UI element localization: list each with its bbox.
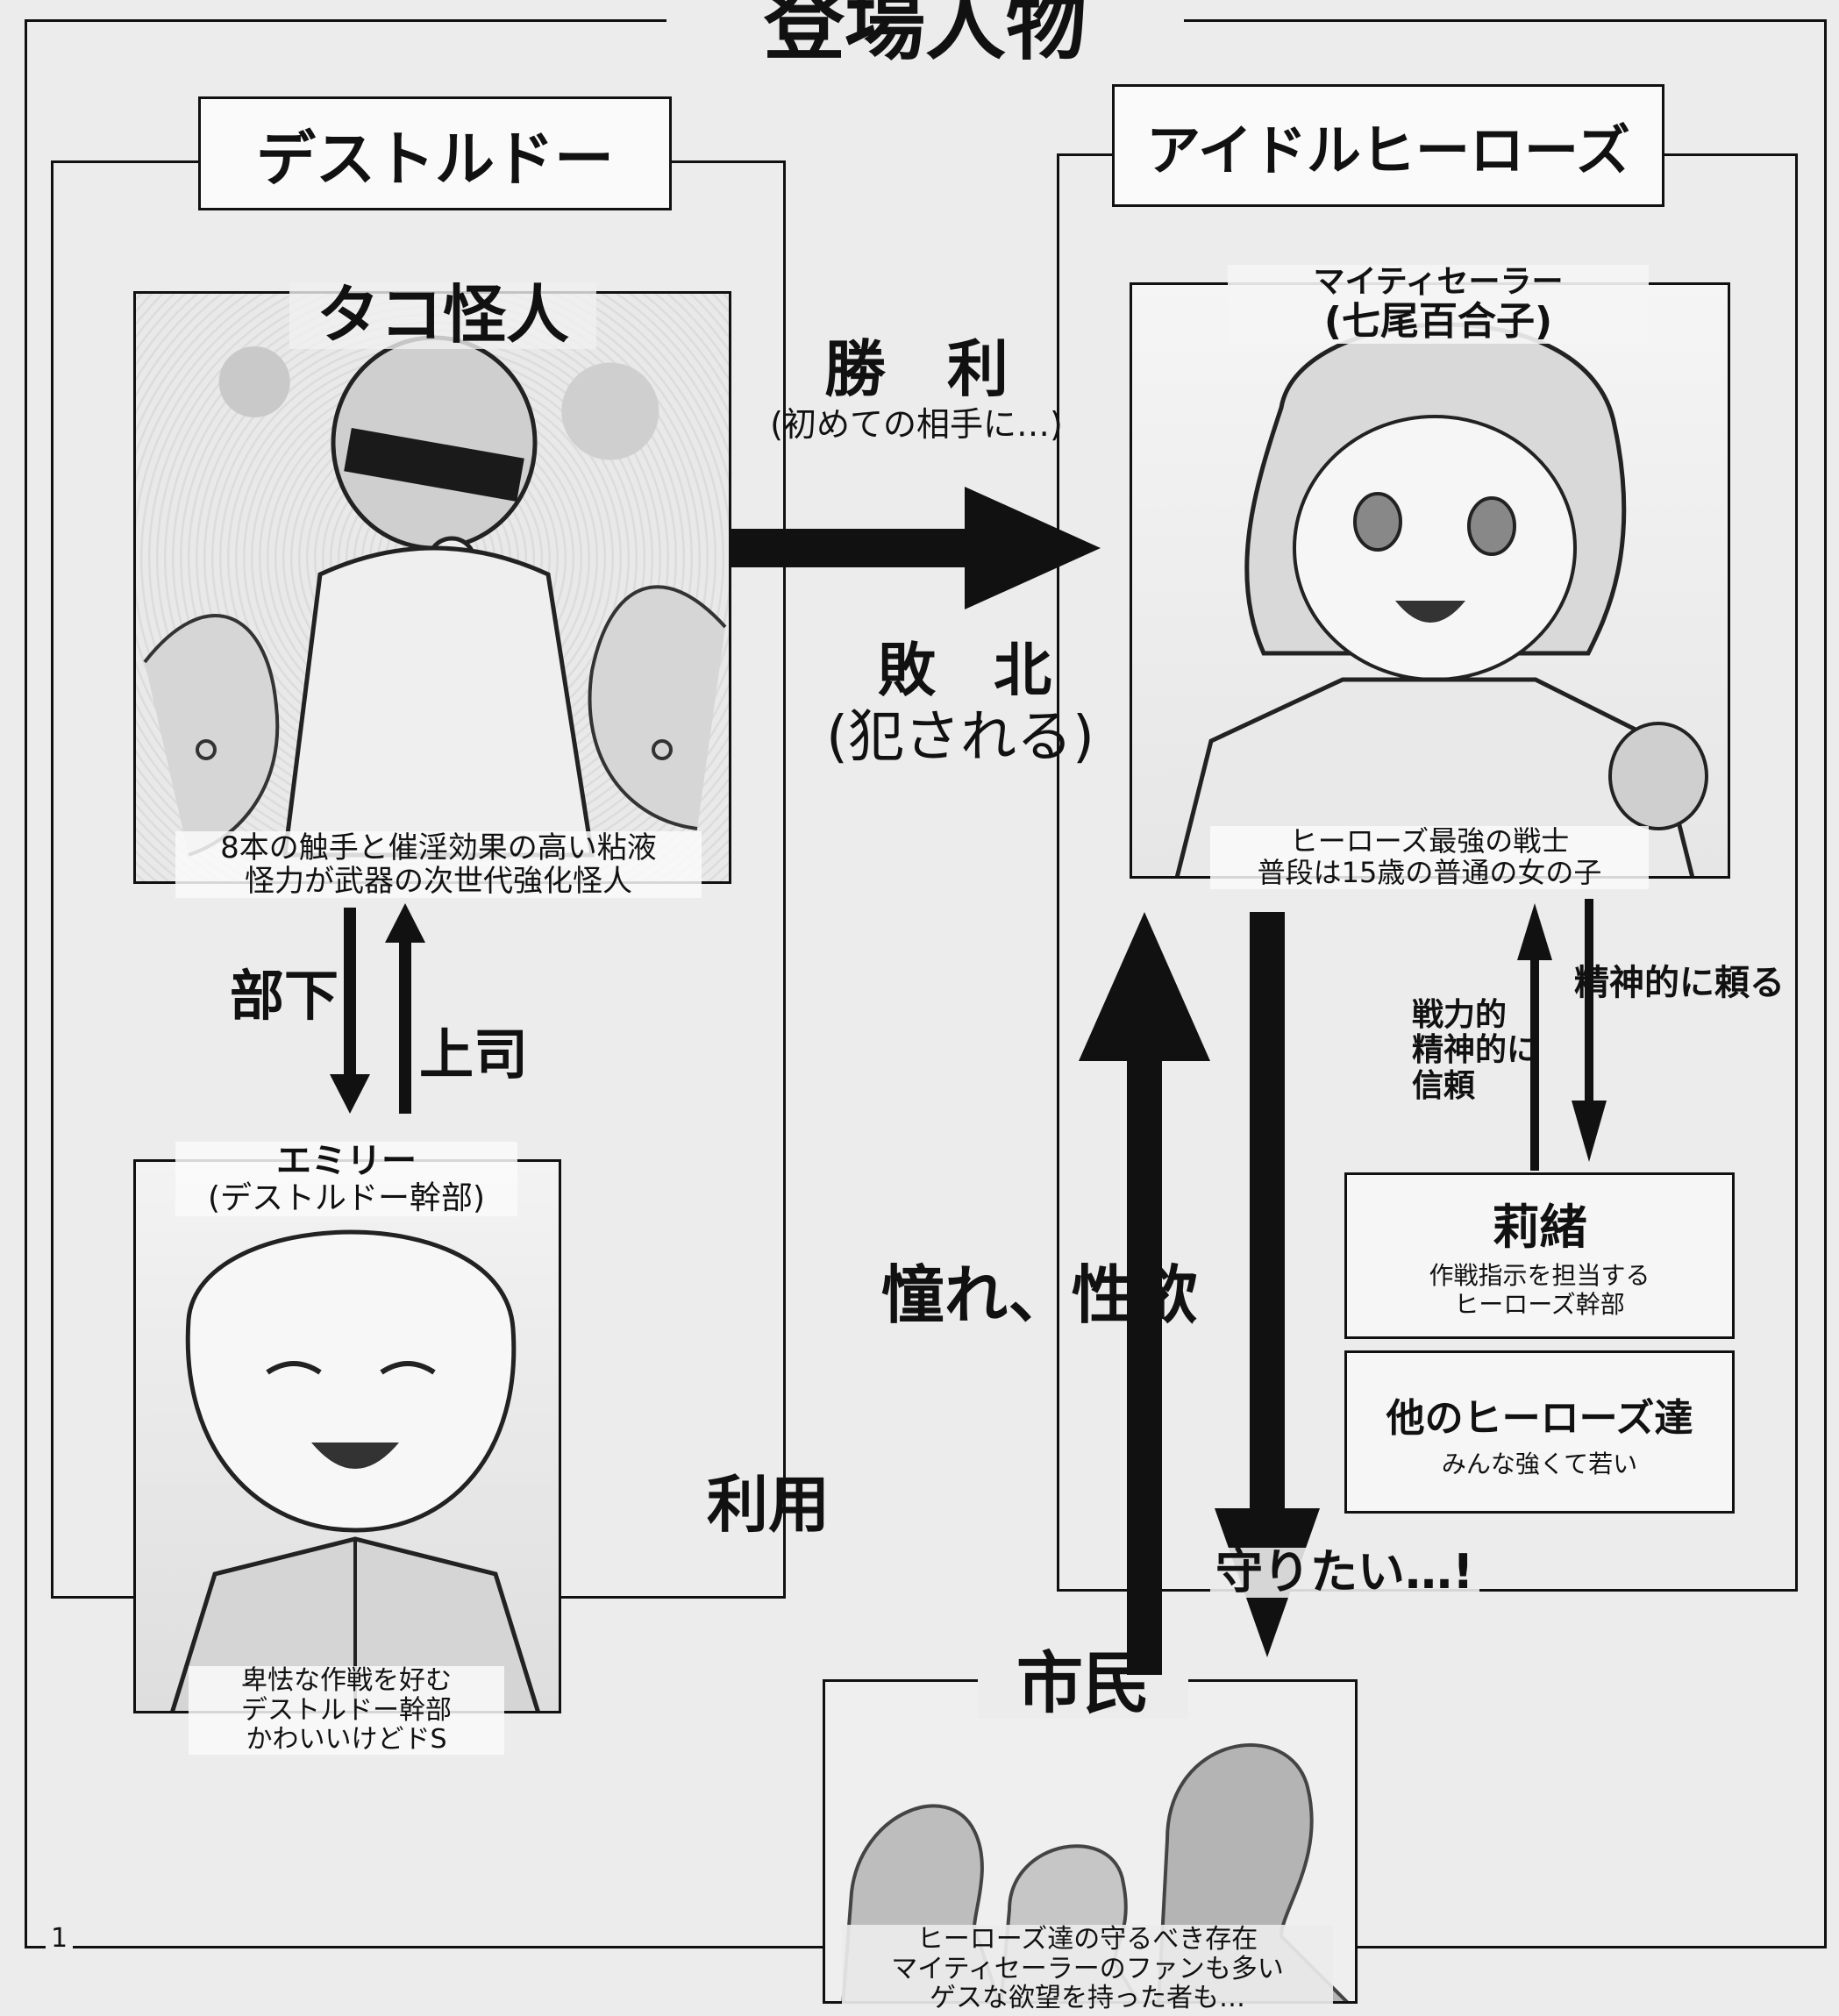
other-heroes-name: 他のヒーローズ達: [1386, 1396, 1693, 1441]
emily-name: エミリー: [276, 1141, 417, 1181]
octopus-desc-line2: 怪力が武器の次世代強化怪人: [245, 864, 632, 900]
octopus-illustration: [143, 335, 727, 858]
destroldo-group-label: デストルドー: [198, 96, 672, 210]
destroldo-group-label-text: デストルドー: [255, 124, 614, 195]
other-heroes-box: 他のヒーローズ達 みんな強くて若い: [1344, 1350, 1735, 1514]
mighty-sailor-name: マイティセーラー: [1313, 264, 1564, 300]
trust-line3: 信頼: [1412, 1067, 1476, 1104]
citizens-caption: ヒーローズ達の守るべき存在 マイティセーラーのファンも多い ゲスな欲望を持った者…: [842, 1925, 1333, 2013]
citizens-desc-line3: ゲスな欲望を持った者も…: [930, 1983, 1245, 2014]
defeat-note: (犯される): [826, 705, 1094, 770]
citizens-desc-line1: ヒーローズ達の守るべき存在: [916, 1924, 1258, 1955]
mighty-sailor-real-name: (七尾百合子): [1323, 299, 1553, 345]
rio-desc-line2: ヒーローズ幹部: [1454, 1290, 1625, 1319]
emily-panel: [133, 1159, 561, 1713]
mighty-sailor-caption: ヒーローズ最強の戦士 普段は15歳の普通の女の子: [1210, 824, 1649, 889]
emily-illustration: [170, 1229, 540, 1711]
emily-desc-line1: 卑怯な作戦を好む: [241, 1665, 452, 1696]
emily-desc-line3: かわいいけどドS: [246, 1724, 447, 1756]
octopus-caption: 8本の触手と催淫効果の高い粘液 怪力が武器の次世代強化怪人: [175, 831, 702, 898]
victory-label: 勝 利: [824, 333, 1009, 405]
defeat-label: 敗 北: [878, 637, 1051, 704]
octopus-panel: [133, 291, 731, 884]
mighty-sailor-heading: マイティセーラー (七尾百合子): [1228, 264, 1649, 345]
octopus-name: タコ怪人: [289, 281, 596, 349]
subordinate-label: 部下: [230, 964, 339, 1028]
rely-label: 精神的に頼る: [1574, 963, 1785, 1003]
rio-box: 莉緒 作戦指示を担当する ヒーローズ幹部: [1344, 1172, 1735, 1339]
rio-desc-line1: 作戦指示を担当する: [1429, 1261, 1650, 1290]
trust-label: 戦力的 精神的に 信頼: [1412, 997, 1539, 1104]
page-title: 登場人物: [666, 0, 1184, 68]
mighty-sailor-desc-line2: 普段は15歳の普通の女の子: [1257, 855, 1602, 889]
idol-heroes-group-label: アイドルヒーローズ: [1112, 84, 1664, 207]
trust-line2: 精神的に: [1412, 1032, 1539, 1069]
emily-affiliation: (デストルドー幹部): [207, 1179, 486, 1216]
emily-heading: エミリー (デストルドー幹部): [175, 1141, 517, 1217]
octopus-desc-line1: 8本の触手と催淫効果の高い粘液: [220, 830, 657, 866]
citizens-name: 市民: [978, 1649, 1188, 1719]
other-heroes-desc: みんな強くて若い: [1441, 1450, 1638, 1478]
victory-note: (初めての相手に…): [770, 405, 1063, 444]
longing-label: 憧れ、性欲: [881, 1258, 1198, 1332]
trust-line1: 戦力的: [1412, 997, 1508, 1033]
mighty-sailor-panel: [1130, 282, 1730, 879]
page-number: 1: [46, 1925, 74, 1953]
mighty-sailor-desc-line1: ヒーローズ最強の戦士: [1289, 824, 1570, 858]
use-label: 利用: [707, 1469, 830, 1541]
mighty-sailor-illustration: [1174, 322, 1708, 876]
emily-desc-line2: デストルドー幹部: [241, 1694, 452, 1726]
idol-heroes-group-label-text: アイドルヒーローズ: [1146, 118, 1630, 182]
superior-label: 上司: [419, 1022, 529, 1086]
protect-label: 守りたい…!: [1210, 1547, 1479, 1598]
citizens-desc-line2: マイティセーラーのファンも多い: [891, 1953, 1284, 1984]
rio-name: 莉緒: [1492, 1200, 1587, 1255]
emily-caption: 卑怯な作戦を好む デストルドー幹部 かわいいけどドS: [189, 1666, 504, 1755]
